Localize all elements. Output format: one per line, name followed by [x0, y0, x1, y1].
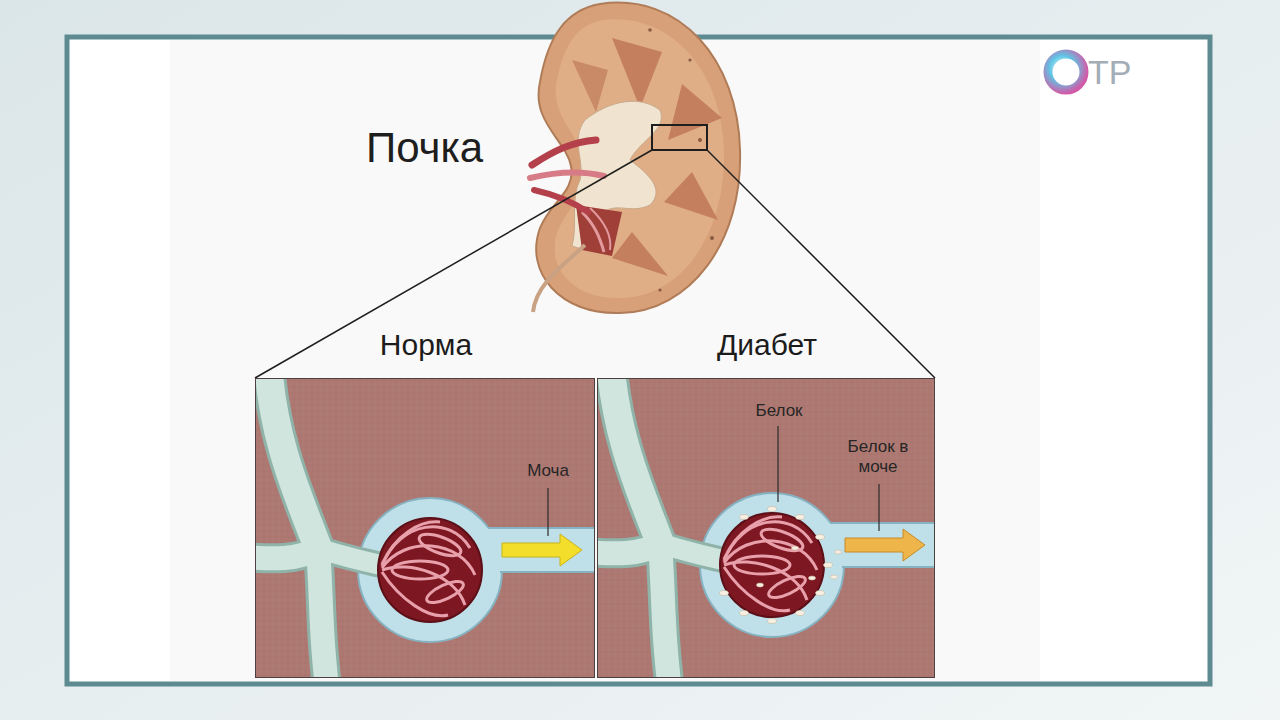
zoom-panel: НормаМоча	[255, 378, 595, 678]
urine-arrow	[502, 534, 582, 566]
callout-label: Моча	[509, 461, 587, 481]
nephron-normal	[255, 378, 595, 678]
organ-label: Почка	[366, 123, 483, 173]
leader-line	[547, 488, 548, 536]
zoom-panel: ДиабетБелокБелок в моче	[597, 378, 935, 678]
callout-label: Белок в моче	[836, 437, 920, 478]
leader-line	[777, 426, 778, 502]
logo-mark	[1048, 54, 1084, 90]
nephron-diabetes	[597, 378, 935, 678]
panel-heading: Норма	[256, 327, 596, 363]
panel-heading: Диабет	[598, 327, 936, 363]
leader-line	[878, 484, 879, 531]
kidney-illustration	[530, 3, 740, 313]
zoom-line	[255, 150, 652, 378]
logo-text: ТР	[1088, 52, 1131, 93]
urine-arrow	[845, 529, 925, 561]
callout-label: Белок	[739, 401, 819, 421]
zoom-box	[652, 125, 707, 150]
